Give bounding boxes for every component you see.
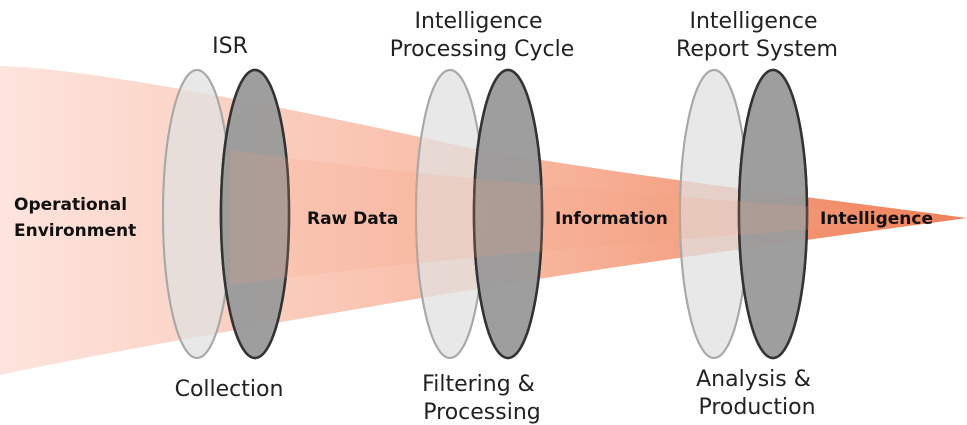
- stage-information: Information: [555, 209, 668, 229]
- lens-isr-caption: Collection: [175, 377, 284, 402]
- lens-report-back-face: [737, 68, 809, 360]
- lens-processing-cycle-title: Intelligence Processing Cycle: [390, 9, 575, 62]
- funnel-beam-overlay: [230, 150, 967, 285]
- lens-isr-title: ISR: [212, 34, 248, 59]
- stage-raw-data: Raw Data: [307, 209, 398, 229]
- stage-intelligence: Intelligence: [820, 209, 933, 229]
- lens-report-system-title: Intelligence Report System: [676, 9, 838, 62]
- lens-processing-back-face: [472, 68, 544, 360]
- lens-processing-cycle: [415, 68, 544, 360]
- lens-report-system-caption: Analysis & Production: [696, 367, 818, 420]
- lens-isr: [162, 68, 291, 360]
- stage-operational-environment: Operational Environment: [14, 195, 136, 241]
- lens-processing-cycle-caption: Filtering & Processing: [422, 372, 542, 425]
- lens-isr-back-face: [219, 68, 291, 360]
- lens-report-system: [679, 68, 809, 360]
